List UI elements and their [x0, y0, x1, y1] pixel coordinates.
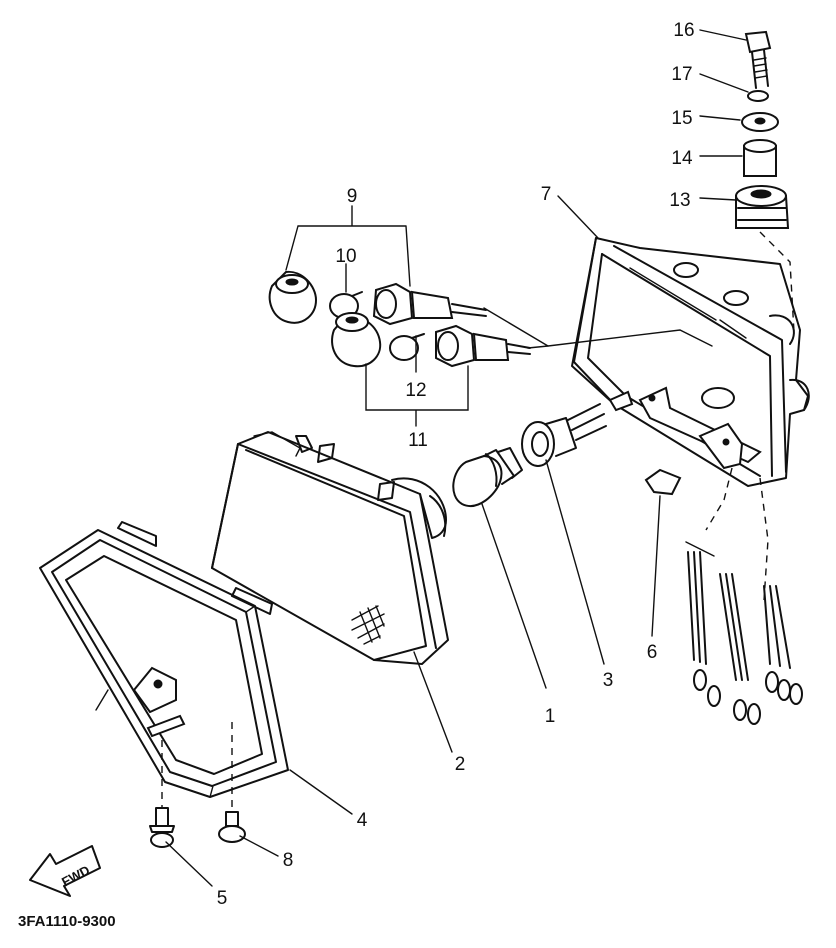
- label-16: 16: [673, 20, 694, 41]
- label-1: 1: [545, 706, 556, 727]
- screw-part-5: [149, 740, 175, 848]
- label-14: 14: [671, 148, 693, 169]
- diagram-code: 3FA1110-9300: [18, 913, 116, 930]
- grommet-part: [735, 185, 790, 229]
- bulb-socket-assembly-lower: [331, 312, 713, 368]
- lock-washer-part: [747, 90, 769, 102]
- label-3: 3: [603, 670, 614, 691]
- part-labels: 1 2 3 4 5 6 7 8 9 10 11 12 13 14 15 16 1…: [217, 20, 695, 909]
- screw-part-8: [218, 722, 246, 843]
- label-11: 11: [408, 430, 428, 451]
- headlight-housing-part: [571, 237, 810, 496]
- bulb-part: [452, 447, 523, 507]
- label-10: 10: [335, 246, 356, 267]
- label-12: 12: [405, 380, 426, 401]
- label-8: 8: [283, 850, 294, 871]
- socket-part: [521, 403, 607, 467]
- bulb-socket-assembly-upper: [268, 270, 549, 347]
- label-9: 9: [347, 186, 358, 207]
- label-4: 4: [357, 810, 368, 831]
- bolt-part: [744, 30, 772, 89]
- label-6: 6: [647, 642, 658, 663]
- washer-part: [741, 112, 779, 132]
- forward-arrow-icon: FWD: [29, 845, 101, 897]
- headlight-unit-part: [211, 431, 449, 665]
- label-5: 5: [217, 888, 228, 909]
- label-15: 15: [671, 108, 692, 129]
- headlight-rim-part: [39, 521, 289, 798]
- clip-part: [644, 468, 682, 496]
- label-7: 7: [541, 184, 552, 205]
- label-17: 17: [671, 64, 692, 85]
- collar-part: [743, 139, 777, 177]
- label-2: 2: [455, 754, 466, 775]
- label-13: 13: [669, 190, 690, 211]
- wire-harness-part: [685, 467, 803, 725]
- fwd-label: FWD: [59, 862, 92, 889]
